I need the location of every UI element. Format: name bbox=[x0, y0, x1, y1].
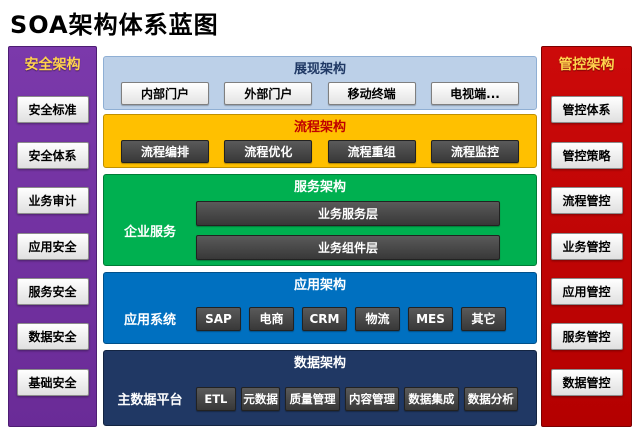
security-item: 业务审计 bbox=[16, 187, 89, 215]
governance-item: 流程管控 bbox=[550, 187, 623, 215]
data-item: 内容管理 bbox=[344, 386, 400, 411]
process-item: 流程重组 bbox=[327, 140, 416, 163]
data-items: ETL 元数据 质量管理 内容管理 数据集成 数据分析 bbox=[196, 386, 518, 411]
application-item: SAP bbox=[196, 306, 241, 331]
governance-item: 服务管控 bbox=[550, 323, 623, 351]
data-item: 数据集成 bbox=[404, 386, 459, 411]
security-item: 服务安全 bbox=[16, 277, 89, 305]
data-item: 质量管理 bbox=[285, 386, 340, 411]
process-item: 流程优化 bbox=[224, 140, 313, 163]
data-item: ETL bbox=[196, 386, 236, 411]
security-item: 应用安全 bbox=[16, 232, 89, 260]
presentation-layer: 展现架构 内部门户 外部门户 移动终端 电视端... bbox=[103, 56, 537, 110]
service-layer-title: 服务架构 bbox=[293, 180, 346, 195]
process-items: 流程编排 流程优化 流程重组 流程监控 bbox=[104, 136, 536, 167]
data-item: 数据分析 bbox=[463, 386, 518, 411]
application-item: MES bbox=[408, 306, 453, 331]
security-architecture-column: 安全架构 安全标准 安全体系 业务审计 应用安全 服务安全 数据安全 基础安全 bbox=[8, 46, 97, 427]
governance-column-items: 管控体系 管控策略 流程管控 业务管控 应用管控 服务管控 数据管控 bbox=[542, 78, 631, 414]
service-layer-body: 企业服务 业务服务层 业务组件层 bbox=[104, 196, 536, 265]
application-items: SAP 电商 CRM 物流 MES 其它 bbox=[196, 306, 506, 331]
service-bars: 业务服务层 业务组件层 bbox=[196, 201, 500, 260]
governance-column-header: 管控架构 bbox=[558, 57, 615, 73]
presentation-item: 移动终端 bbox=[327, 82, 416, 105]
governance-item: 业务管控 bbox=[550, 232, 623, 260]
data-item: 元数据 bbox=[240, 386, 281, 411]
process-item: 流程监控 bbox=[430, 140, 519, 163]
governance-item: 数据管控 bbox=[550, 368, 623, 396]
security-item: 基础安全 bbox=[16, 368, 89, 396]
security-item: 安全体系 bbox=[16, 141, 89, 169]
presentation-items: 内部门户 外部门户 移动终端 电视端... bbox=[104, 78, 536, 109]
presentation-item: 内部门户 bbox=[121, 82, 209, 105]
process-item: 流程编排 bbox=[121, 140, 209, 163]
data-layer-body: 主数据平台 ETL 元数据 质量管理 内容管理 数据集成 数据分析 bbox=[104, 372, 536, 425]
service-bar: 业务服务层 bbox=[196, 201, 500, 226]
application-item: 物流 bbox=[355, 306, 400, 331]
process-layer: 流程架构 流程编排 流程优化 流程重组 流程监控 bbox=[103, 114, 537, 168]
security-item: 安全标准 bbox=[16, 96, 89, 124]
presentation-item: 电视端... bbox=[430, 82, 519, 105]
governance-item: 管控策略 bbox=[550, 141, 623, 169]
enterprise-service-label: 企业服务 bbox=[123, 225, 176, 240]
master-data-platform-label: 主数据平台 bbox=[117, 393, 183, 408]
page-title: SOA架构体系蓝图 bbox=[10, 11, 219, 39]
application-item: CRM bbox=[302, 306, 347, 331]
application-item: 其它 bbox=[461, 306, 506, 331]
process-layer-title: 流程架构 bbox=[293, 120, 346, 135]
data-layer: 数据架构 主数据平台 ETL 元数据 质量管理 内容管理 数据集成 数据分析 bbox=[103, 350, 537, 426]
service-layer: 服务架构 企业服务 业务服务层 业务组件层 bbox=[103, 174, 537, 266]
data-layer-title: 数据架构 bbox=[293, 356, 346, 371]
governance-architecture-column: 管控架构 管控体系 管控策略 流程管控 业务管控 应用管控 服务管控 数据管控 bbox=[541, 46, 632, 427]
security-column-header: 安全架构 bbox=[24, 57, 81, 73]
presentation-layer-title: 展现架构 bbox=[293, 62, 346, 77]
security-column-items: 安全标准 安全体系 业务审计 应用安全 服务安全 数据安全 基础安全 bbox=[9, 78, 96, 414]
application-item: 电商 bbox=[249, 306, 294, 331]
application-layer-title: 应用架构 bbox=[293, 278, 346, 293]
service-bar: 业务组件层 bbox=[196, 235, 500, 260]
application-layer: 应用架构 应用系统 SAP 电商 CRM 物流 MES 其它 bbox=[103, 272, 537, 344]
governance-item: 应用管控 bbox=[550, 277, 623, 305]
security-item: 数据安全 bbox=[16, 323, 89, 351]
application-layer-body: 应用系统 SAP 电商 CRM 物流 MES 其它 bbox=[104, 294, 536, 343]
presentation-item: 外部门户 bbox=[224, 82, 313, 105]
application-system-label: 应用系统 bbox=[123, 313, 176, 328]
governance-item: 管控体系 bbox=[550, 96, 623, 124]
